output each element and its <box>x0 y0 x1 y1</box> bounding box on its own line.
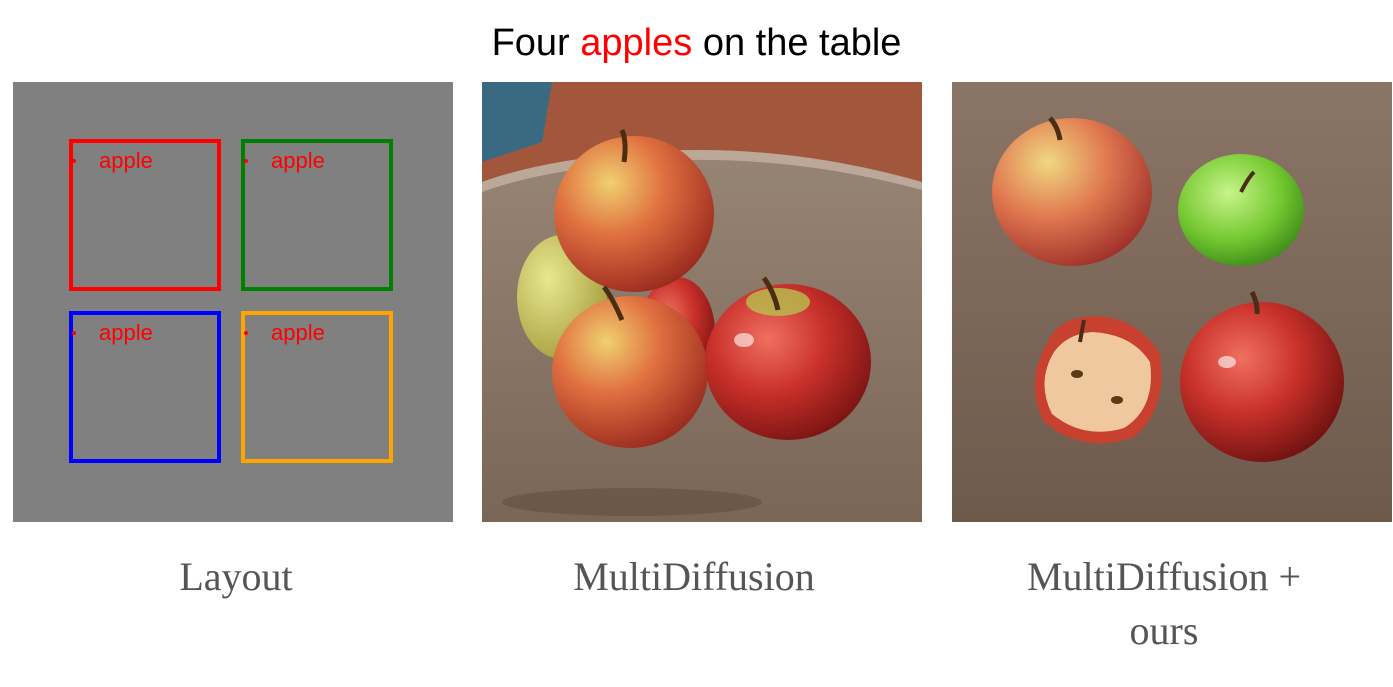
layout-box-bottom-left: apple <box>69 311 221 463</box>
multidiffusion-image <box>482 82 922 522</box>
layout-box-bottom-right: apple <box>241 311 393 463</box>
caption-layout: Layout <box>13 550 459 604</box>
caption-multidiffusion-ours: MultiDiffusion + ours <box>952 550 1376 658</box>
caption-ours-line2: ours <box>1129 608 1199 653</box>
prompt-prefix: Four <box>491 22 570 64</box>
multidiffusion-apples-illustration <box>482 82 922 522</box>
box-anchor-dot <box>72 159 76 163</box>
prompt-highlight: apples <box>580 22 693 64</box>
box-anchor-dot <box>244 159 248 163</box>
caption-layout-text: Layout <box>179 554 293 599</box>
layout-box-top-left: apple <box>69 139 221 291</box>
box-anchor-dot <box>72 331 76 335</box>
box-label: apple <box>271 148 325 173</box>
multidiffusion-ours-apples-illustration <box>952 82 1392 522</box>
box-label: apple <box>271 320 325 345</box>
prompt-title: Four apples on the table <box>0 22 1393 65</box>
box-anchor-dot <box>244 331 248 335</box>
box-label: apple <box>99 148 153 173</box>
multidiffusion-ours-image <box>952 82 1392 522</box>
caption-ours-line1: MultiDiffusion + <box>1026 554 1302 599</box>
box-label: apple <box>99 320 153 345</box>
caption-multidiffusion: MultiDiffusion <box>482 550 906 604</box>
layout-box-top-right: apple <box>241 139 393 291</box>
layout-panel: apple apple apple apple <box>13 82 453 522</box>
prompt-suffix: on the table <box>702 22 902 64</box>
caption-multidiffusion-text: MultiDiffusion <box>573 554 815 599</box>
